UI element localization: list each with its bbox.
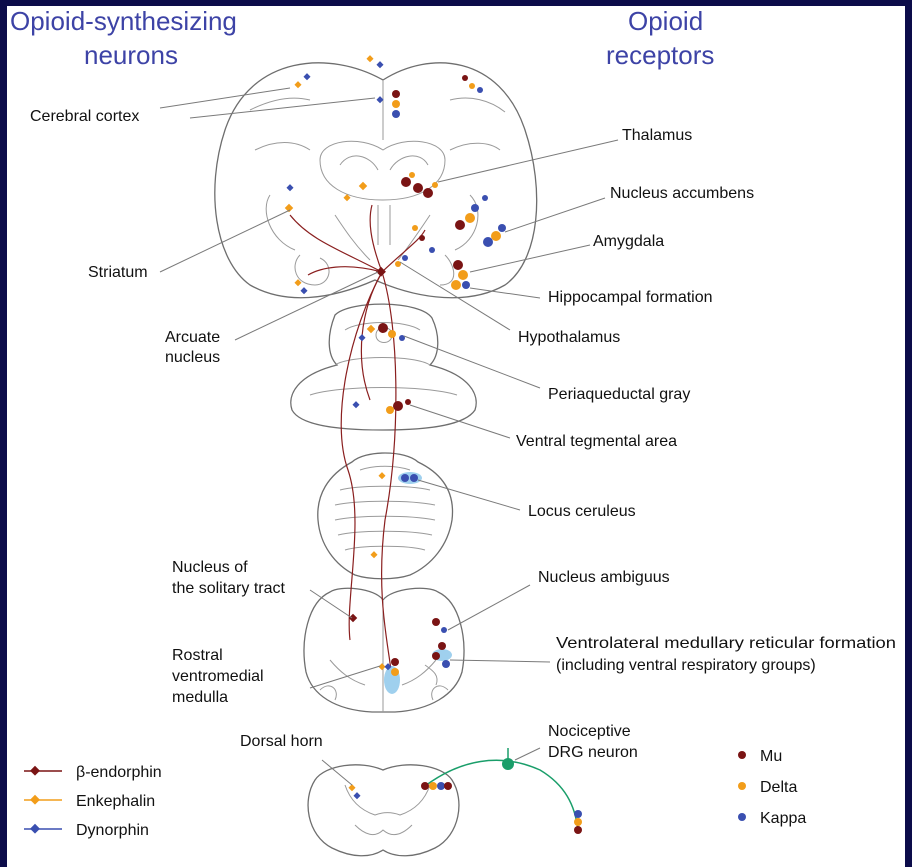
header-neurons-line1: Opioid-synthesizing xyxy=(10,6,237,36)
label-thalamus: Thalamus xyxy=(622,127,692,144)
legend-beta-endorphin-label: β-endorphin xyxy=(76,764,162,781)
legend-dynorphin-label: Dynorphin xyxy=(76,822,149,839)
neuron-legend: β-endorphin Enkephalin Dynorphin xyxy=(24,764,162,839)
legend-dynorphin: Dynorphin xyxy=(24,822,149,839)
label-drg-line2: DRG neuron xyxy=(548,744,638,761)
legend-delta-label: Delta xyxy=(760,779,797,796)
label-cerebral-cortex: Cerebral cortex xyxy=(30,108,139,125)
label-arcuate-line1: Arcuate xyxy=(165,329,220,346)
label-arcuate-line2: nucleus xyxy=(165,349,220,366)
label-rostral-vm-line1: Rostral xyxy=(172,647,223,664)
header-neurons-line2: neurons xyxy=(84,40,178,70)
legend-kappa-label: Kappa xyxy=(760,810,806,827)
legend-beta-endorphin: β-endorphin xyxy=(24,764,162,781)
label-ventrolateral-line2: (including ventral respiratory groups) xyxy=(556,657,816,674)
legend-kappa-dot xyxy=(738,813,746,821)
legend-enkephalin: Enkephalin xyxy=(24,793,155,810)
header-receptors-line2: receptors xyxy=(606,40,714,70)
legend-mu-dot xyxy=(738,751,746,759)
legend-enkephalin-label: Enkephalin xyxy=(76,793,155,810)
midbrain-section xyxy=(291,304,476,430)
label-amygdala: Amygdala xyxy=(593,233,664,250)
legend-mu-label: Mu xyxy=(760,748,782,765)
label-rostral-vm-line3: medulla xyxy=(172,689,228,706)
drg-soma xyxy=(502,758,514,770)
header-receptors-line1: Opioid xyxy=(628,6,703,36)
label-nucleus-accumbens: Nucleus accumbens xyxy=(610,185,754,202)
label-striatum: Striatum xyxy=(88,264,148,281)
label-nucleus-ambiguus: Nucleus ambiguus xyxy=(538,569,670,586)
label-drg-line1: Nociceptive xyxy=(548,723,631,740)
receptor-legend: Mu Delta Kappa xyxy=(738,748,806,827)
label-hippocampal-formation: Hippocampal formation xyxy=(548,289,713,306)
label-solitary-tract-line1: Nucleus of xyxy=(172,559,248,576)
label-periaqueductal-gray: Periaqueductal gray xyxy=(548,386,690,403)
label-rostral-vm-line2: ventromedial xyxy=(172,668,264,685)
label-ventrolateral-line1: Ventrolateral medullary reticular format… xyxy=(556,635,896,652)
label-hypothalamus: Hypothalamus xyxy=(518,329,620,346)
legend-delta-dot xyxy=(738,782,746,790)
label-solitary-tract-line2: the solitary tract xyxy=(172,580,285,597)
label-locus-ceruleus: Locus ceruleus xyxy=(528,503,636,520)
label-ventral-tegmental-area: Ventral tegmental area xyxy=(516,433,677,450)
coronal-brain-section xyxy=(215,63,537,298)
label-dorsal-horn: Dorsal horn xyxy=(240,733,323,750)
